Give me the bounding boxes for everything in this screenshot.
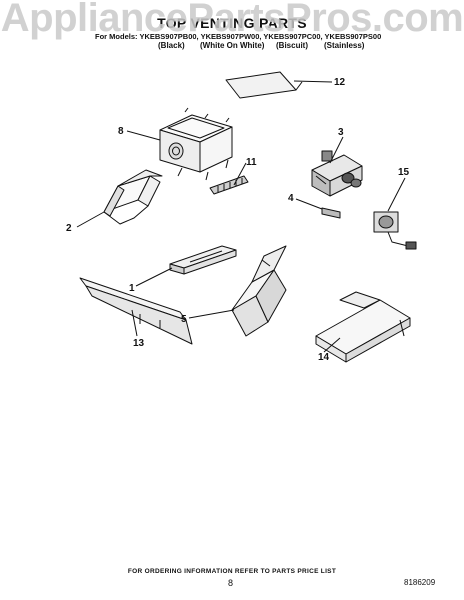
callout-8: 8: [118, 126, 124, 137]
callout-1: 1: [129, 283, 135, 294]
callout-11: 11: [246, 157, 257, 168]
ordering-note: FOR ORDERING INFORMATION REFER TO PARTS …: [127, 568, 337, 575]
page-number: 8: [228, 578, 234, 588]
callout-14: 14: [318, 352, 330, 363]
part-8-vent-box: [159, 107, 233, 181]
callout-3: 3: [338, 127, 344, 138]
part-5-bracket: [231, 245, 287, 337]
color-stainless: (Stainless): [324, 41, 365, 50]
callout-15: 15: [398, 167, 410, 178]
callout-12: 12: [334, 77, 346, 88]
color-white-on-white: (White On White): [200, 41, 265, 50]
part-13-trim-rail: [79, 277, 193, 345]
part-3-motor-assembly: [311, 150, 363, 197]
callout-13: 13: [133, 338, 145, 349]
color-black: (Black): [158, 41, 185, 50]
callout-2: 2: [66, 223, 72, 234]
callout-5: 5: [181, 314, 187, 325]
part-12-pad: [225, 71, 303, 99]
color-biscuit: (Biscuit): [276, 41, 308, 50]
watermark: AppliancePartsPros.com: [0, 0, 464, 40]
callout-4: 4: [288, 193, 294, 204]
document-number: 8186209: [404, 578, 436, 587]
part-4-plug: [321, 207, 341, 219]
part-1-channel: [169, 245, 237, 275]
page-title: TOP VENTING PARTS: [157, 15, 307, 31]
part-14-tray: [315, 291, 411, 363]
part-2-duct: [103, 169, 163, 225]
models-line: For Models: YKEBS907PB00, YKEBS907PW00, …: [95, 32, 382, 41]
part-15-transformer: [373, 211, 417, 250]
part-11-connector-strip: [209, 175, 249, 195]
